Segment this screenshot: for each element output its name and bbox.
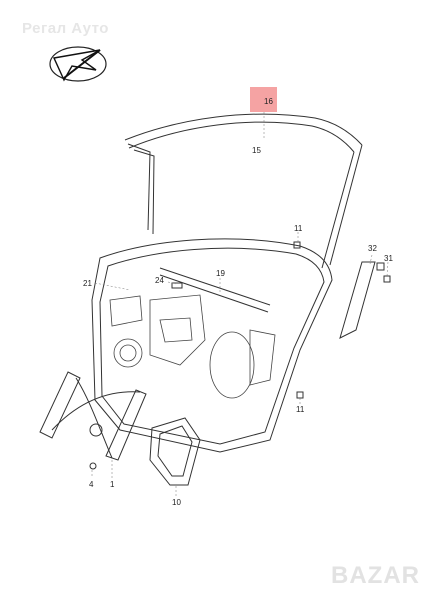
label-16: 16 [264, 97, 273, 106]
window-channel [159, 267, 271, 313]
logo-icon [49, 46, 107, 82]
leader-lines [91, 112, 389, 496]
door-inner-panel [109, 294, 276, 399]
label-15: 15 [252, 146, 261, 155]
footer-watermark: BAZAR [331, 562, 420, 589]
label-11b: 11 [296, 405, 305, 414]
window-regulator [39, 371, 147, 461]
label-31: 31 [384, 254, 393, 263]
guide-rail [339, 261, 385, 339]
label-24: 24 [155, 276, 164, 285]
label-4: 4 [89, 480, 94, 489]
label-10: 10 [172, 498, 181, 507]
label-19: 19 [216, 269, 225, 278]
label-21: 21 [83, 279, 92, 288]
watermark-text: Регал Ауто [22, 20, 109, 37]
door-frame [91, 238, 333, 453]
label-1: 1 [110, 480, 115, 489]
label-32: 32 [368, 244, 377, 253]
highlight-box [250, 87, 277, 112]
bolt-icons [89, 241, 391, 470]
window-seal [124, 113, 363, 269]
label-11a: 11 [294, 224, 303, 233]
speaker-seal [149, 417, 201, 486]
